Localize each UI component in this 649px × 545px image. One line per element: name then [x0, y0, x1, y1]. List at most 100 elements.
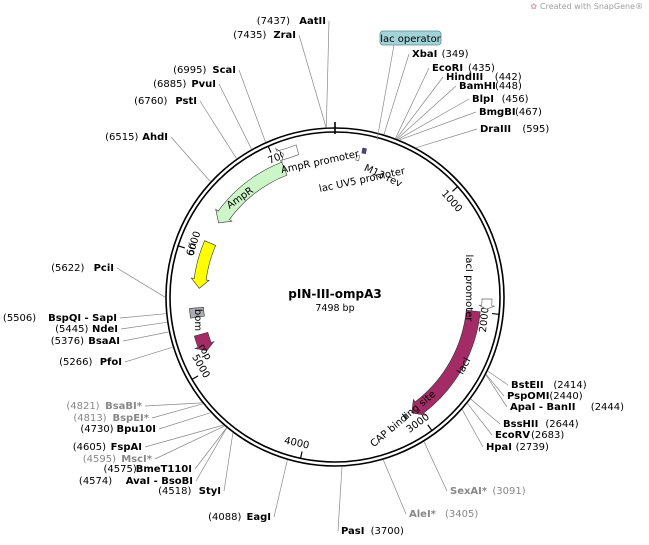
- snapgene-watermark: ✿Created with SnapGene®: [530, 2, 643, 11]
- site-aatii[interactable]: AatII(7437): [257, 16, 326, 27]
- site-pos-ecorv: (2683): [531, 430, 564, 441]
- site-apai-banii[interactable]: ApaI - BanII(2444): [510, 402, 624, 413]
- site-bspei[interactable]: BspEI*(4813): [73, 413, 149, 424]
- site-fspai[interactable]: FspAI(4605): [73, 442, 142, 453]
- site-pos-bsshii: (2644): [545, 419, 578, 430]
- site-name-avai-bsobi: AvaI - BsoBI: [126, 476, 193, 487]
- site-avai-bsobi[interactable]: AvaI - BsoBI(4574): [79, 476, 193, 487]
- site-leader-msci: [154, 425, 225, 460]
- site-eagi[interactable]: EagI(4088): [208, 512, 271, 523]
- site-xbai[interactable]: XbaI(349): [412, 49, 469, 60]
- site-pcii[interactable]: PciI(5622): [51, 263, 114, 274]
- site-ecorv[interactable]: EcoRV(2683): [495, 430, 564, 441]
- site-name-scai: ScaI: [212, 65, 236, 76]
- site-pos-eagi: (4088): [208, 512, 241, 523]
- feature-ori[interactable]: [190, 240, 217, 289]
- site-psti[interactable]: PstI(6760): [134, 96, 197, 107]
- site-name-bsteii: BstEII: [511, 380, 544, 391]
- site-leader-pasi: [337, 466, 343, 532]
- lac-operator-box: [379, 30, 442, 46]
- site-name-hpai: HpaI: [486, 442, 512, 453]
- site-name-alei: AleI*: [409, 509, 437, 520]
- feature-cap-binding-site[interactable]: [402, 413, 409, 421]
- site-leader-ahdi: [170, 136, 211, 182]
- site-msci[interactable]: MscI* (4595): [83, 454, 153, 465]
- site-pos-msci: (4595): [83, 454, 116, 465]
- site-pos-zrai: (7435): [233, 30, 266, 41]
- tick-mark-2000: [492, 312, 500, 315]
- site-name-msci: MscI*: [121, 454, 153, 465]
- lac-operator-leader: [376, 44, 395, 141]
- site-pos-apai-banii: (2444): [591, 402, 624, 413]
- site-bsaai[interactable]: BsaAI(5376): [51, 336, 120, 347]
- restriction-sites: AatII(7437) ZraI (7435) ScaI (6995) PvuI(6885…: [3, 16, 624, 537]
- tick-mark-6000: [177, 245, 185, 249]
- site-styi[interactable]: StyI(4518): [158, 486, 221, 497]
- site-scai[interactable]: ScaI (6995): [173, 65, 236, 76]
- site-name-ahdi: AhdI: [142, 132, 168, 143]
- site-sexai[interactable]: SexAI*(3091): [450, 486, 526, 497]
- tick-label-1000: 1000: [439, 188, 464, 214]
- feature-m13-rev[interactable]: [361, 147, 367, 155]
- site-pasi[interactable]: PasI(3700): [341, 526, 404, 537]
- feature-ampr[interactable]: [215, 161, 288, 224]
- site-ahdi[interactable]: AhdI(6515): [105, 132, 168, 143]
- site-leader-bpu10i: [158, 412, 211, 430]
- site-pos-bsteii: (2414): [553, 380, 586, 391]
- feature-label-laci-promoter: lacI promoter: [463, 255, 474, 323]
- site-draiii[interactable]: DraIII(595): [480, 124, 549, 135]
- site-pos-alei: (3405): [445, 509, 478, 520]
- site-name-ndei: NdeI: [92, 324, 118, 335]
- site-name-draiii: DraIII: [480, 124, 511, 135]
- feature-label-bom: bom: [192, 309, 203, 331]
- site-name-pfoi: PfoI: [100, 357, 122, 368]
- lac-operator-label[interactable]: lac operator: [376, 30, 442, 141]
- site-bspqi-sapi[interactable]: BspQI - SapI(5506): [3, 313, 117, 324]
- site-pos-ndei: (5445): [55, 324, 88, 335]
- site-bamhi[interactable]: BamHI(448): [459, 81, 522, 92]
- site-blpi[interactable]: BlpI(456): [472, 94, 529, 105]
- site-bmgbi[interactable]: BmgBI(467): [479, 107, 542, 118]
- feature-laci-promoter[interactable]: [478, 298, 495, 310]
- site-alei[interactable]: AleI* (3405): [409, 509, 478, 520]
- feature-rop[interactable]: [193, 331, 215, 352]
- site-pos-bspqi-sapi: (5506): [3, 313, 36, 324]
- tick-label-2000: 2000: [478, 307, 492, 333]
- site-leader-fspai: [144, 424, 224, 448]
- feature-bom[interactable]: [189, 307, 205, 319]
- tick-mark-5000: [191, 375, 199, 380]
- site-pos-bsaai: (5376): [51, 336, 84, 347]
- site-pos-scai: (6995): [173, 65, 206, 76]
- site-pvui[interactable]: PvuI(6885): [153, 79, 216, 90]
- site-leader-apai-banii: [485, 374, 508, 408]
- site-name-aatii: AatII: [299, 16, 326, 27]
- site-hindiii[interactable]: HindIII(442): [446, 72, 522, 83]
- site-leader-eagi: [273, 460, 288, 518]
- site-leader-bsteii: [487, 370, 509, 386]
- feature-ampr-promoter[interactable]: [275, 144, 300, 165]
- site-pos-fspai: (4605): [73, 442, 106, 453]
- site-name-zrai: ZraI: [273, 30, 296, 41]
- site-leader-bsaai: [122, 331, 169, 342]
- site-bsshii[interactable]: BssHII(2644): [503, 419, 579, 430]
- site-name-bsabi: BsaBI*: [105, 401, 143, 412]
- site-pspomi[interactable]: PspOMI(2440): [507, 391, 583, 402]
- site-pos-blpi: (456): [502, 94, 529, 105]
- site-bsteii[interactable]: BstEII (2414): [511, 380, 587, 391]
- site-name-pvui: PvuI: [191, 79, 216, 90]
- site-bmet110i[interactable]: BmeT110I(4575): [104, 464, 192, 475]
- site-pos-bspei: (4813): [73, 413, 106, 424]
- site-bpu10i[interactable]: Bpu10I(4730): [80, 424, 156, 435]
- site-ndei[interactable]: NdeI (5445): [55, 324, 118, 335]
- site-leader-bsshii: [470, 398, 501, 425]
- site-leader-pvui: [218, 83, 252, 150]
- site-bsabi[interactable]: BsaBI*(4821): [66, 401, 142, 412]
- site-name-pspomi: PspOMI: [507, 391, 549, 402]
- site-ecori[interactable]: EcoRI(435): [432, 63, 495, 74]
- site-leader-alei: [383, 459, 407, 515]
- site-hpai[interactable]: HpaI(2739): [486, 442, 549, 453]
- feature-lac-uv5-promoter[interactable]: [355, 154, 360, 161]
- feature-laci[interactable]: [411, 309, 481, 416]
- site-pfoi[interactable]: PfoI(5266): [59, 357, 122, 368]
- site-zrai[interactable]: ZraI (7435): [233, 30, 296, 41]
